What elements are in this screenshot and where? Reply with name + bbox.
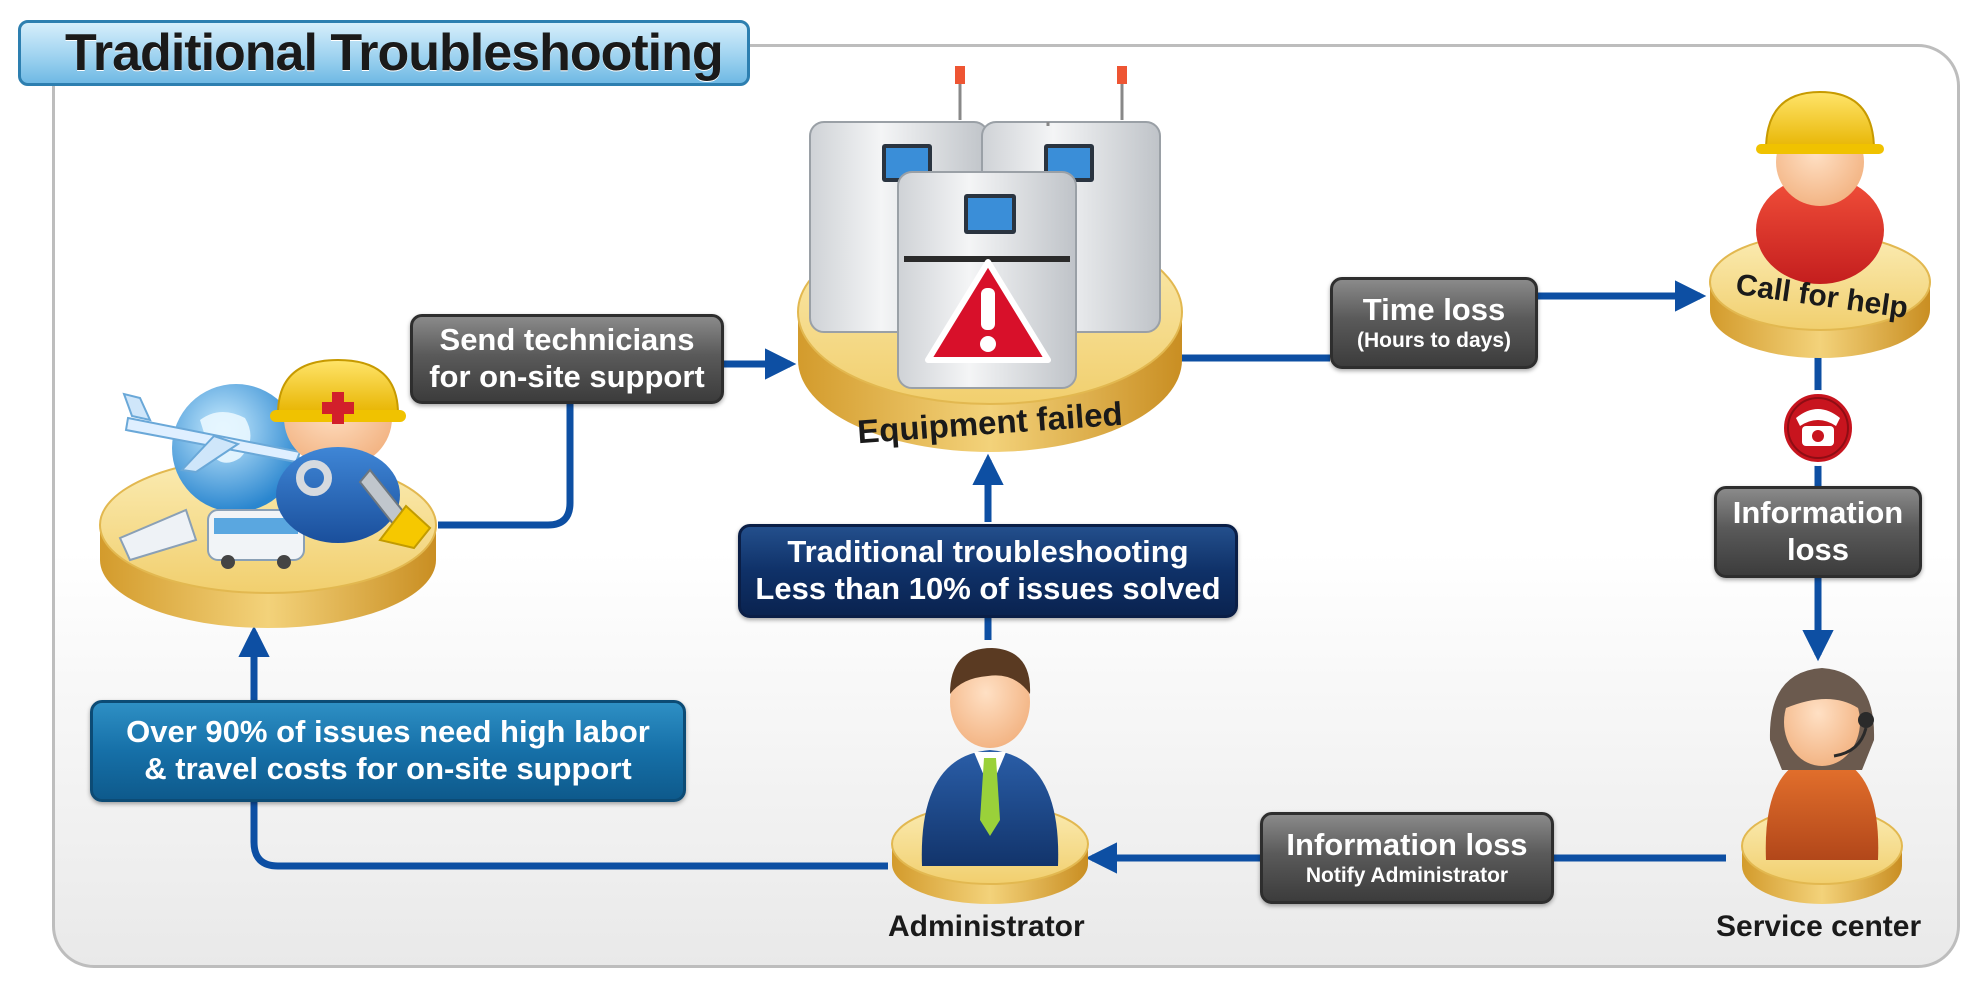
technician-travel-icon (118, 358, 432, 569)
send-technicians-box: Send technicians for on-site support (410, 314, 724, 404)
time-loss-line1: Time loss (1362, 292, 1506, 328)
equipment-node: Equipment failed (797, 66, 1183, 452)
operator-icon (1765, 668, 1879, 860)
warning-icon (925, 259, 1051, 363)
over90-line2: & travel costs for on-site support (144, 751, 632, 786)
line-tech-to-send (438, 400, 574, 529)
information-loss-right-line2: loss (1786, 532, 1850, 567)
information-loss-bottom-line1: Information loss (1286, 827, 1528, 863)
traditional-line1: Traditional troubleshooting (787, 534, 1189, 570)
phone-icon (1780, 390, 1856, 466)
call-node: Call for help (1709, 90, 1931, 358)
send-technicians-line1: Send technicians (439, 322, 695, 358)
page-title: Traditional Troubleshooting (65, 24, 724, 82)
send-technicians-line2: for on-site support (429, 359, 705, 394)
information-loss-bottom-box: Information loss Notify Administrator (1260, 812, 1554, 904)
administrator-label: Administrator (888, 910, 1085, 943)
service-center-label: Service center (1716, 910, 1922, 943)
over90-line1: Over 90% of issues need high labor (126, 714, 650, 750)
traditional-line2: Less than 10% of issues solved (755, 571, 1221, 606)
flow-connectors (238, 280, 1834, 874)
machines-icon (809, 66, 1161, 389)
service-center-node (1741, 668, 1903, 904)
information-loss-right-box: Information loss (1714, 486, 1922, 578)
traditional-troubleshooting-box: Traditional troubleshooting Less than 10… (738, 524, 1238, 618)
technician-node (99, 358, 437, 628)
line-admin-to-over90 (250, 802, 888, 870)
worker-icon (1756, 90, 1884, 284)
information-loss-bottom-line2: Notify Administrator (1305, 863, 1509, 887)
over-90-percent-box: Over 90% of issues need high labor & tra… (90, 700, 686, 802)
information-loss-right-line1: Information (1732, 495, 1904, 531)
time-loss-line2: (Hours to days) (1356, 328, 1511, 352)
title-banner: Traditional Troubleshooting (18, 20, 750, 86)
businessman-icon (921, 648, 1059, 866)
administrator-node (891, 648, 1089, 904)
time-loss-box: Time loss (Hours to days) (1330, 277, 1538, 369)
